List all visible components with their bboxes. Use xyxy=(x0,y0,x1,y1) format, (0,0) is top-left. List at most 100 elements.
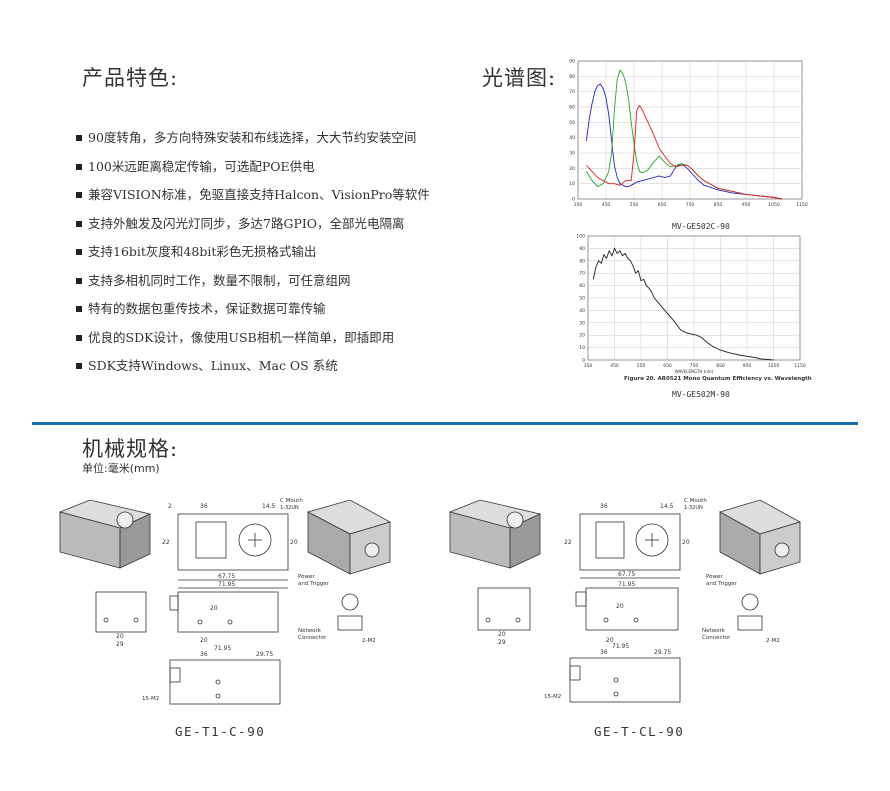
screw-label: 2-M2 xyxy=(362,638,376,644)
feature-text: 支持多相机同时工作，数量不限制，可任意组网 xyxy=(88,272,351,288)
y-tick-label: 50 xyxy=(569,120,575,126)
dim-label: 20 xyxy=(498,631,506,638)
list-item: 100米远距离稳定传输，可选配POE供电 xyxy=(76,157,496,186)
x-tick-label: 850 xyxy=(716,363,725,369)
x-tick-label: 750 xyxy=(686,202,695,208)
y-tick-label: 80 xyxy=(569,74,575,80)
square-bullet-icon xyxy=(76,135,82,141)
side-view: 20 29 xyxy=(477,587,531,646)
list-item: SDK支持Windows、Linux、Mac OS 系统 xyxy=(76,356,496,385)
square-bullet-icon xyxy=(76,192,82,198)
c-mouth-label: C Mouth xyxy=(280,498,303,504)
dim-label: 36 xyxy=(200,503,208,510)
y-tick-label: 40 xyxy=(579,308,585,314)
dim-label: 2 xyxy=(168,503,172,510)
connector-detail: Power and Trigger Network Connector 2-M2 xyxy=(298,574,376,644)
feature-text: 支持外触发及闪光灯同步，多达7路GPIO，全部光电隔离 xyxy=(88,215,405,231)
screw-label: 2-M2 xyxy=(766,638,780,644)
y-tick-label: 50 xyxy=(579,296,585,302)
x-tick-label: 450 xyxy=(602,202,611,208)
y-tick-label: 10 xyxy=(579,345,585,351)
dim-label: 36 xyxy=(600,503,608,510)
x-tick-label: 1050 xyxy=(768,363,780,369)
section-divider xyxy=(32,422,858,425)
feature-list: 90度转角，多方向特殊安装和布线选择，大大节约安装空间 100米远距离稳定传输，… xyxy=(76,128,496,385)
connector-detail: Power and Trigger Network Connector 2-M2 xyxy=(702,574,780,644)
x-tick-label: 1050 xyxy=(768,202,780,208)
y-tick-label: 30 xyxy=(579,320,585,326)
y-tick-label: 90 xyxy=(569,59,575,65)
dim-label: 71.95 xyxy=(618,581,635,588)
dim-label: 20 xyxy=(116,633,124,640)
power-label: Power xyxy=(706,574,723,580)
screw-label: 15-M2 xyxy=(142,696,159,702)
top-view: 20 20 xyxy=(575,587,679,644)
x-axis-label: WAVELENGTH (nm) xyxy=(675,369,714,374)
x-tick-label: 550 xyxy=(637,363,646,369)
y-tick-label: 60 xyxy=(569,105,575,111)
power-label: Power xyxy=(298,574,315,580)
y-tick-label: 100 xyxy=(576,234,585,240)
square-bullet-icon xyxy=(76,277,82,284)
spectrum-title: 光谱图: xyxy=(482,66,557,90)
mechanical-title: 机械规格: xyxy=(82,437,179,461)
square-bullet-icon xyxy=(76,163,82,170)
x-tick-label: 550 xyxy=(630,202,639,208)
mono-figure-caption: Figure 20. AR0521 Mono Quantum Efficienc… xyxy=(624,376,812,382)
x-tick-label: 1150 xyxy=(796,202,808,208)
dim-label: 29 xyxy=(116,641,124,648)
square-bullet-icon xyxy=(76,363,82,369)
dim-label: 71.95 xyxy=(214,645,231,652)
network-label: Network xyxy=(702,628,726,634)
bottom-view: 36 29.75 71.95 15-M2 xyxy=(544,643,681,703)
dim-label: 20 xyxy=(290,539,298,546)
bottom-view: 36 29.75 71.95 15-M2 xyxy=(142,645,281,705)
dim-label: 20 xyxy=(606,637,614,644)
dim-label: 20 xyxy=(210,605,218,612)
square-bullet-icon xyxy=(76,249,82,255)
y-tick-label: 0 xyxy=(582,358,585,364)
feature-text: SDK支持Windows、Linux、Mac OS 系统 xyxy=(88,358,338,373)
dim-label: 22 xyxy=(564,539,572,546)
camera-iso-right xyxy=(718,499,802,575)
x-tick-label: 350 xyxy=(584,363,593,369)
trigger-label: and Trigger xyxy=(298,581,330,587)
list-item: 兼容VISION标准，免驱直接支持Halcon、VisionPro等软件 xyxy=(76,185,496,214)
dim-label: 20 xyxy=(616,603,624,610)
thread-label: 1-32UN xyxy=(684,505,703,511)
dim-label: 29 xyxy=(498,639,506,646)
y-tick-label: 10 xyxy=(569,181,575,187)
network-label: Network xyxy=(298,628,322,634)
camera-iso-left xyxy=(58,499,152,569)
y-tick-label: 40 xyxy=(569,135,575,141)
x-tick-label: 650 xyxy=(658,202,667,208)
camera-iso-right xyxy=(306,499,392,575)
dim-label: 20 xyxy=(200,637,208,644)
dim-label: 29.75 xyxy=(654,649,671,656)
feature-text: 兼容VISION标准，免驱直接支持Halcon、VisionPro等软件 xyxy=(88,187,430,202)
feature-text: 特有的数据包重传技术，保证数据可靠传输 xyxy=(88,301,326,316)
feature-text: 100米远距离稳定传输，可选配POE供电 xyxy=(88,158,315,174)
connector-label: Connector xyxy=(702,635,731,641)
dim-label: 14.5 xyxy=(262,503,276,510)
square-bullet-icon xyxy=(76,334,82,341)
square-bullet-icon xyxy=(76,306,82,312)
series-line xyxy=(585,83,783,200)
right-mechanical-drawing: 36 14.5 C Mouth 1-32UN 22 20 67.75 71.95… xyxy=(448,498,802,703)
list-item: 支持外触发及闪光灯同步，多达7路GPIO，全部光电隔离 xyxy=(76,214,496,243)
feature-text: 90度转角，多方向特殊安装和布线选择，大大节约安装空间 xyxy=(88,130,417,145)
dim-label: 67.75 xyxy=(218,573,235,580)
list-item: 优良的SDK设计，像使用USB相机一样简单，即插即用 xyxy=(76,328,496,357)
x-tick-label: 450 xyxy=(610,363,619,369)
list-item: 支持多相机同时工作，数量不限制，可任意组网 xyxy=(76,271,496,300)
x-tick-label: 950 xyxy=(743,363,752,369)
x-tick-label: 750 xyxy=(690,363,699,369)
mono-chart-caption: MV-GE502M-90 xyxy=(672,390,730,399)
y-tick-label: 70 xyxy=(579,271,585,277)
square-bullet-icon xyxy=(76,220,82,227)
front-view: 36 14.5 C Mouth 1-32UN 22 20 67.75 71.95 xyxy=(564,498,707,588)
features-title: 产品特色: xyxy=(82,66,179,90)
unit-label: 单位:毫米(mm) xyxy=(82,462,160,475)
